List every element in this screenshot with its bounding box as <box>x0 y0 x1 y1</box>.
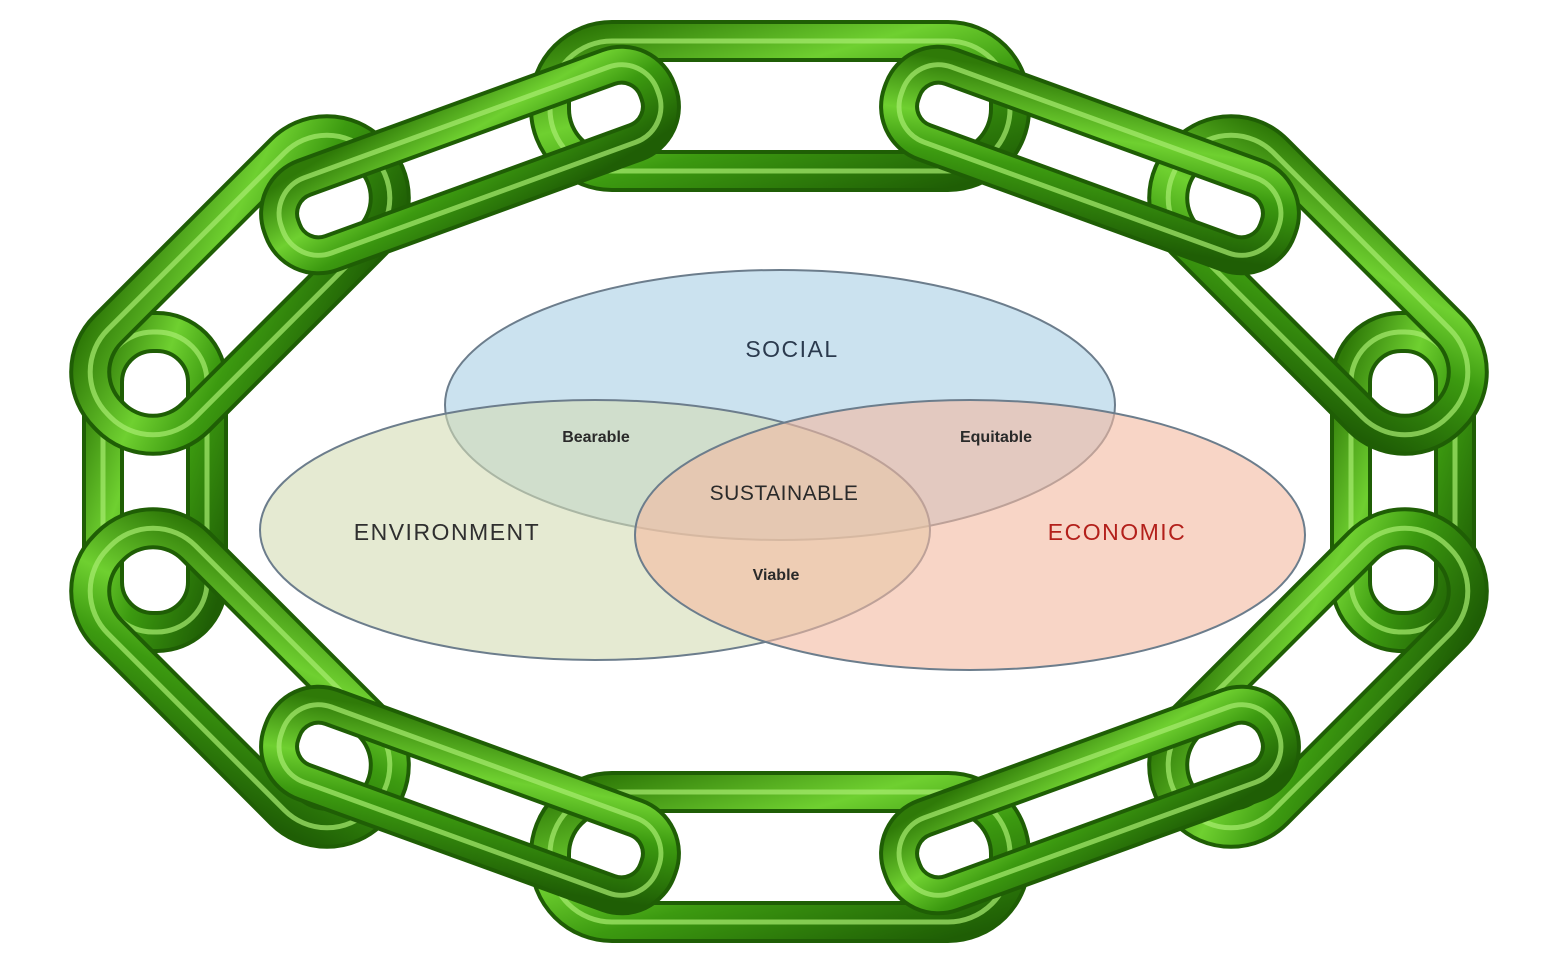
environment-label: ENVIRONMENT <box>354 519 540 545</box>
sustainable-label: SUSTAINABLE <box>710 482 859 505</box>
viable-label: Viable <box>753 567 800 584</box>
chain-link-connector-upper-right <box>879 44 1301 276</box>
chain-link-left <box>82 311 228 653</box>
economic-label: ECONOMIC <box>1048 519 1187 545</box>
equitable-label: Equitable <box>960 429 1032 446</box>
economic-circle <box>634 399 1306 671</box>
social-label: SOCIAL <box>745 336 838 362</box>
chain-link-connector-lower-left <box>259 684 681 916</box>
chain-link-connector-lower-right <box>879 684 1301 916</box>
venn-diagram: SOCIAL ENVIRONMENT ECONOMIC Bearable Equ… <box>259 269 1306 671</box>
bearable-label: Bearable <box>562 429 630 446</box>
chain-ring <box>69 20 1489 943</box>
chain-link-right <box>1330 311 1476 653</box>
chain-link-connector-upper-left <box>259 44 681 276</box>
